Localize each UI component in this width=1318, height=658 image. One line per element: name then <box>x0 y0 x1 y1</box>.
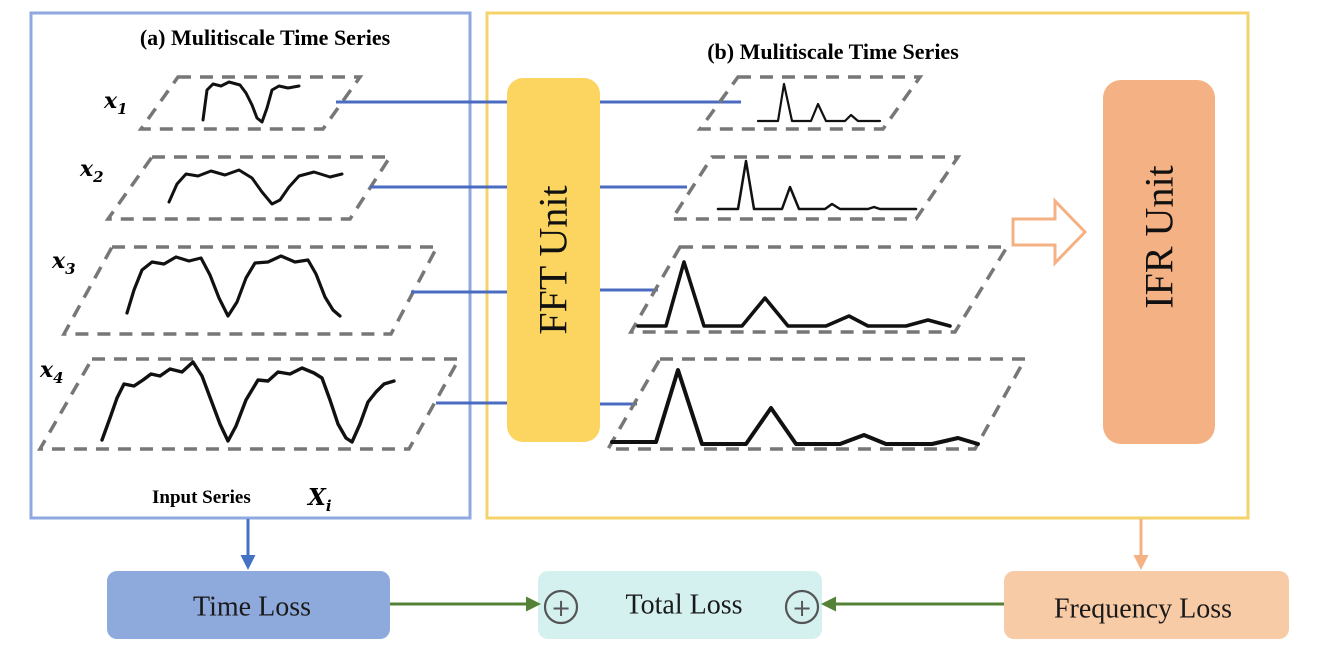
series-x3: x3 <box>51 245 440 336</box>
input-symbol-var: X <box>306 484 327 511</box>
panel-a-border <box>29 11 472 520</box>
dashed-plane <box>61 245 440 336</box>
spectrum-line <box>610 368 980 446</box>
fft-unit-box <box>507 78 600 442</box>
series-label-sub: 2 <box>92 168 103 186</box>
total-loss-label: Total Loss <box>625 590 742 621</box>
time-loss-label: Time Loss <box>193 592 311 623</box>
dashed-plane <box>104 155 394 221</box>
plus-symbol-left: + <box>551 594 571 622</box>
panel-a-title: (a) Mulitiscale Time Series <box>140 25 391 50</box>
plus-circle-icon-right <box>784 589 820 625</box>
ifr-unit-label: IFR Unit <box>1137 165 1182 308</box>
spectrum-1 <box>696 75 924 131</box>
time-series-line <box>125 254 342 318</box>
series-label-var: x <box>51 248 66 274</box>
series-label-x4: x4 <box>39 357 64 387</box>
spectrum-2 <box>668 155 962 221</box>
panel-b-title: (b) Mulitiscale Time Series <box>707 39 959 64</box>
time-series-line <box>100 360 396 444</box>
series-x4: x4 <box>36 357 462 451</box>
series-x2: x2 <box>79 155 394 221</box>
input-series-label: Input Series <box>152 487 251 508</box>
dashed-plane <box>627 245 1011 334</box>
time-series-line <box>167 168 344 206</box>
time-series-line <box>201 80 301 124</box>
total-loss-box <box>538 571 822 639</box>
spectrum-line <box>756 82 882 123</box>
spectrum-line <box>716 159 918 211</box>
series-label-sub: 4 <box>53 369 63 387</box>
series-label-var: x <box>103 88 118 114</box>
series-x1: x1 <box>103 75 364 131</box>
fft-unit-label: FFT Unit <box>531 185 576 334</box>
series-label-var: x <box>79 156 94 182</box>
series-label-sub: 3 <box>65 260 75 278</box>
hollow-arrow-to-ifr <box>1011 197 1088 267</box>
dashed-plane <box>604 357 1028 451</box>
input-series-symbol: Xi <box>306 484 332 515</box>
frequency-loss-box <box>1004 571 1289 639</box>
series-label-x2: x2 <box>79 156 104 186</box>
plus-symbol-right: + <box>792 594 812 622</box>
dashed-plane <box>668 155 962 221</box>
plus-circle-icon-left <box>543 589 579 625</box>
ifr-unit-box <box>1103 80 1215 444</box>
input-symbol-sub: i <box>326 497 332 515</box>
spectrum-4 <box>604 357 1028 451</box>
series-label-x1: x1 <box>103 88 128 118</box>
frequency-loss-label: Frequency Loss <box>1054 594 1232 625</box>
dashed-plane <box>137 75 364 131</box>
panel-b-border <box>485 11 1250 520</box>
spectrum-3 <box>627 245 1011 334</box>
dashed-plane <box>36 357 462 451</box>
series-label-var: x <box>39 357 54 383</box>
spectrum-line <box>636 260 952 328</box>
dashed-plane <box>696 75 924 131</box>
series-label-x3: x3 <box>51 248 76 278</box>
series-label-sub: 1 <box>117 100 127 118</box>
time-loss-box <box>107 571 390 639</box>
